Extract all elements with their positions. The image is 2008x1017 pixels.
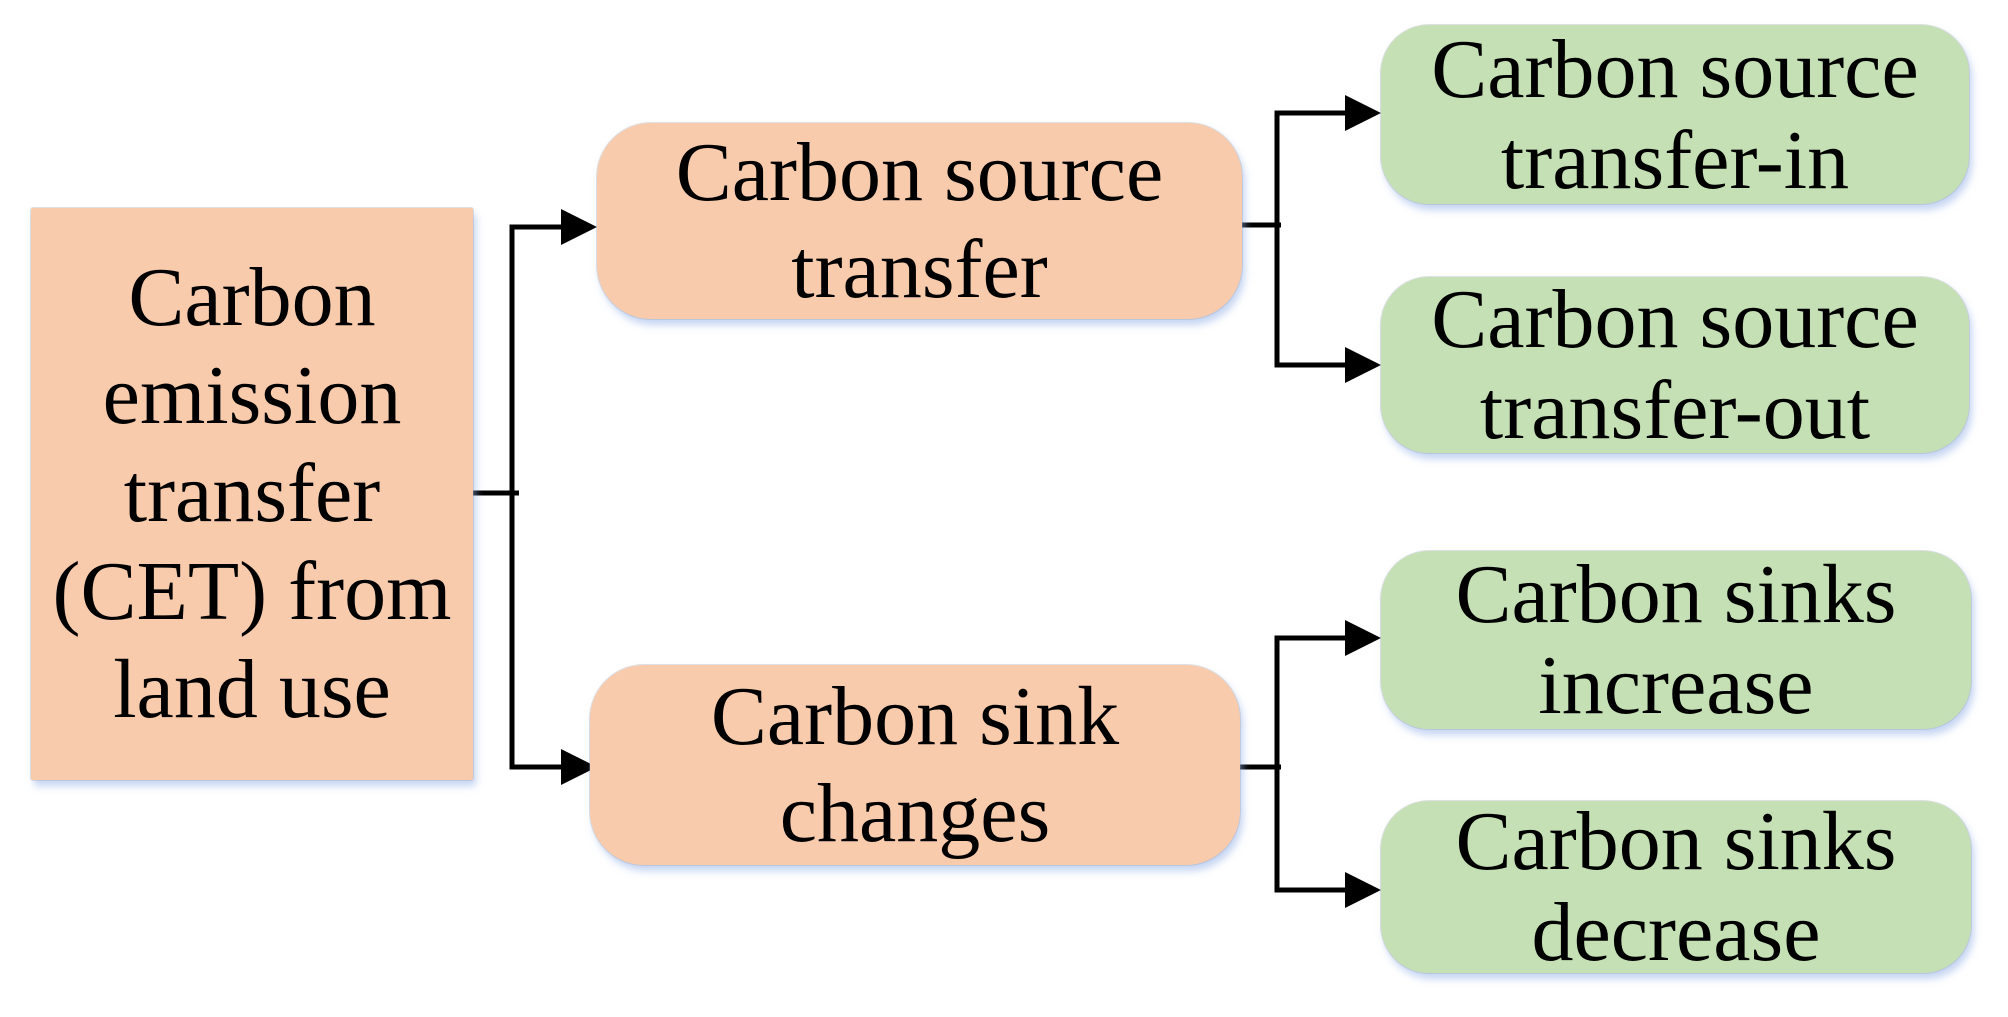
arrowhead-to-transfer-in	[1345, 95, 1381, 131]
arrowhead-to-sinks-decrease	[1345, 872, 1381, 908]
arrowhead-to-transfer-out	[1345, 347, 1381, 383]
leaf-node-label: Carbon sinks decrease	[1455, 795, 1897, 979]
leaf-node-carbon-sinks-increase: Carbon sinks increase	[1381, 548, 1971, 732]
root-node-label: Carbon emission transfer (CET) from land…	[52, 251, 452, 736]
root-node-carbon-emission-transfer: Carbon emission transfer (CET) from land…	[31, 208, 473, 780]
branch-node-label: Carbon source transfer	[675, 126, 1164, 316]
leaf-node-carbon-sinks-decrease: Carbon sinks decrease	[1381, 796, 1971, 978]
leaf-node-label: Carbon source transfer-out	[1431, 273, 1919, 457]
arrowhead-to-sinks-increase	[1345, 620, 1381, 656]
connector-source-leaves	[1274, 110, 1350, 368]
connector-sink-leaves	[1274, 635, 1350, 893]
arrowhead-to-sink-changes	[561, 749, 597, 785]
branch-node-carbon-source-transfer: Carbon source transfer	[597, 123, 1242, 319]
leaf-node-carbon-source-transfer-in: Carbon source transfer-in	[1381, 22, 1969, 207]
leaf-node-carbon-source-transfer-out: Carbon source transfer-out	[1381, 273, 1969, 457]
leaf-node-label: Carbon sinks increase	[1455, 548, 1897, 732]
branch-node-label: Carbon sink changes	[710, 670, 1120, 860]
branch-node-carbon-sink-changes: Carbon sink changes	[590, 665, 1240, 865]
leaf-node-label: Carbon source transfer-in	[1431, 22, 1919, 207]
connector-root-branches	[509, 224, 566, 770]
arrowhead-to-source-transfer	[561, 209, 597, 245]
